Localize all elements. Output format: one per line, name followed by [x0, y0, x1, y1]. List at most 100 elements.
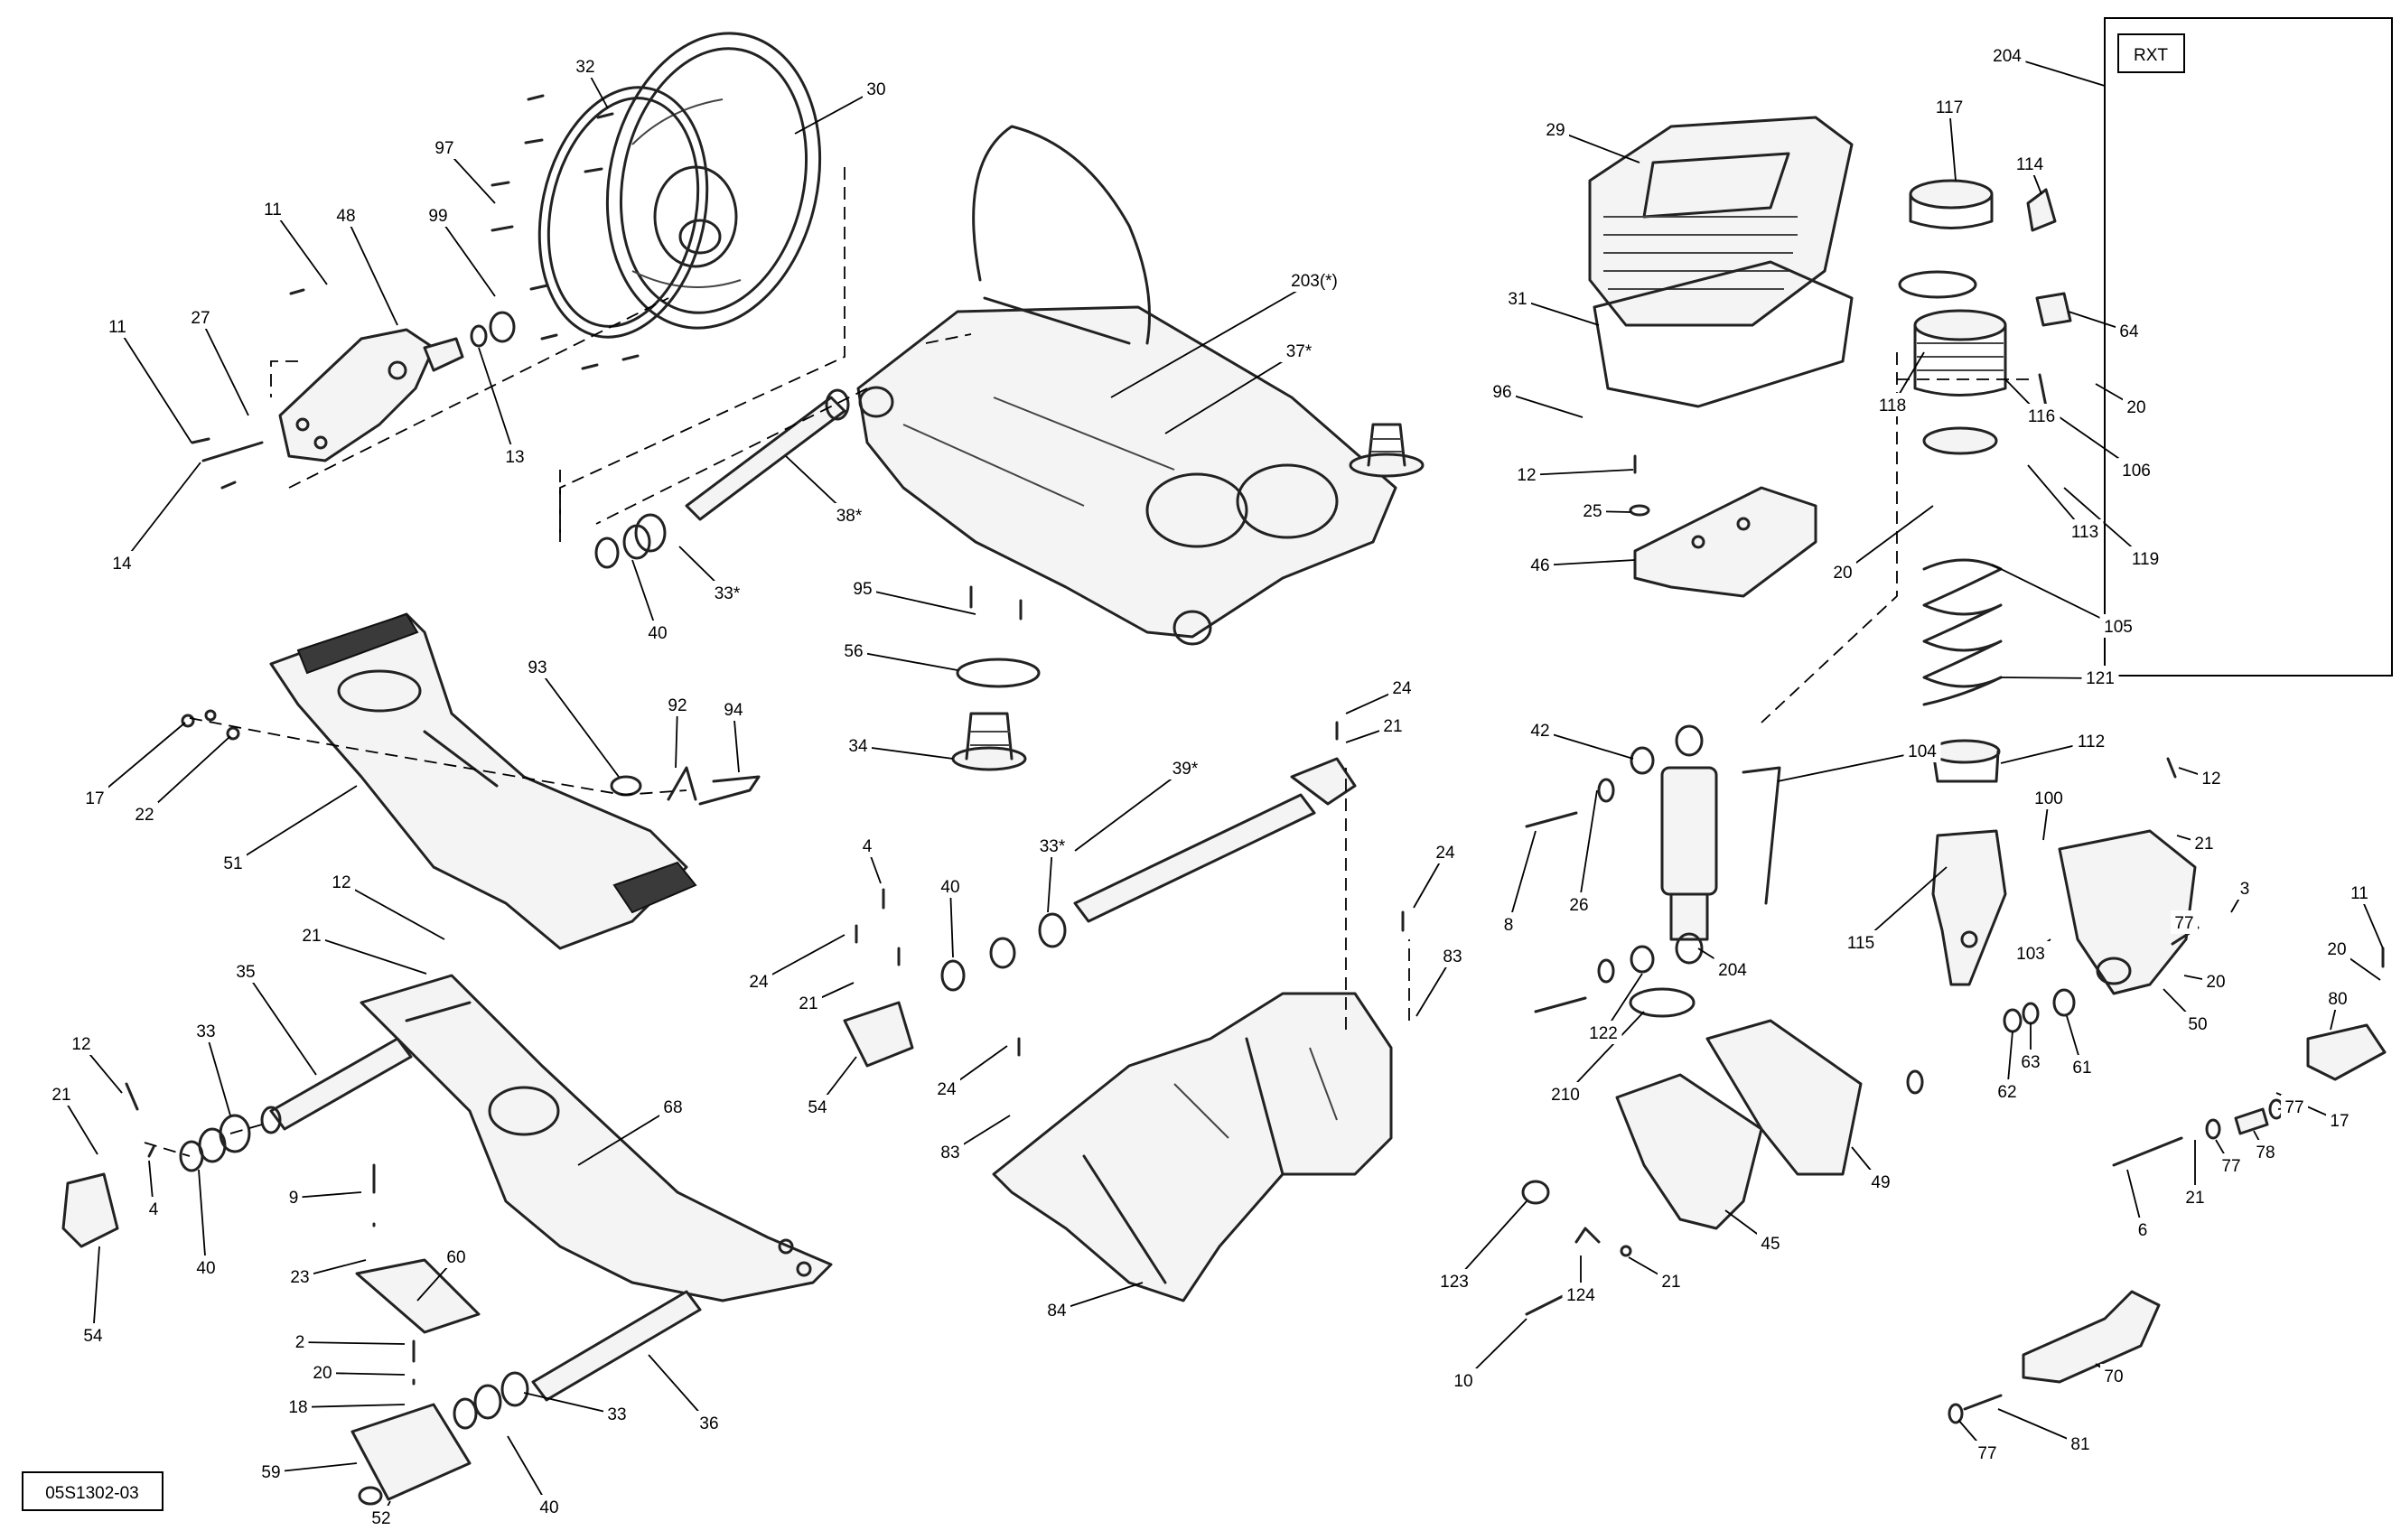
leader-line — [1047, 845, 1053, 913]
callout-bg — [131, 802, 158, 826]
callout-bg — [328, 870, 355, 893]
callout-bg — [2116, 319, 2143, 342]
callout-bg — [1829, 560, 1856, 583]
part-frame-68 — [360, 974, 833, 1302]
part-callout-label: 13 — [505, 448, 524, 467]
callout-bg — [1565, 892, 1593, 916]
inset-label: RXT — [2134, 46, 2168, 65]
callout-bg — [840, 639, 867, 662]
part-callout-label: 33* — [715, 584, 741, 603]
part-bolts-24 — [855, 721, 1405, 1057]
leader-line — [1997, 1408, 2081, 1445]
callout-bg — [863, 77, 890, 100]
callout-bg — [696, 1411, 723, 1434]
part-callout-label: 24 — [1435, 844, 1455, 863]
callout-bg — [2117, 458, 2155, 481]
part-gasket-31 — [1593, 260, 1854, 408]
part-callout-label: 10 — [1453, 1372, 1472, 1391]
part-clamp-39 — [1290, 757, 1357, 806]
part-callout-label: 2 — [295, 1333, 305, 1352]
part-callout-label: 40 — [196, 1259, 215, 1278]
callout-bg — [298, 923, 325, 947]
leader-line — [1565, 1011, 1645, 1096]
callout-bg — [2236, 876, 2254, 900]
callout-bg — [2012, 941, 2050, 965]
callout-bg — [108, 551, 135, 574]
callout-bg — [1579, 499, 1606, 522]
callout-bg — [2134, 1218, 2152, 1241]
callout-bg — [2023, 404, 2060, 427]
part-cover-plate — [605, 32, 822, 330]
part-callout-label: 119 — [2132, 550, 2159, 569]
leader-line — [862, 588, 976, 615]
leader-line — [1555, 129, 1640, 163]
callout-bg — [2181, 1185, 2209, 1209]
callout-bg — [145, 1197, 163, 1220]
part-callout-label: 114 — [2016, 155, 2044, 174]
leader-line — [1453, 1200, 1527, 1283]
callout-bg — [849, 576, 876, 600]
callout-bg — [1450, 1368, 1477, 1392]
part-callout-label: 61 — [2072, 1059, 2091, 1078]
callout-bg — [720, 697, 747, 721]
callout-bg — [572, 54, 599, 78]
part-callout-label: 21 — [1383, 717, 1402, 736]
part-callout-label: 96 — [1492, 383, 1511, 402]
callout-bg — [1584, 1021, 1622, 1044]
leader-line — [311, 935, 427, 975]
callout-bg — [2191, 831, 2218, 854]
leader-line — [322, 1372, 406, 1376]
leader-line — [1508, 830, 1537, 926]
part-callout-label: 4 — [149, 1200, 159, 1219]
callout-bg — [1489, 379, 1516, 403]
callout-bg — [2324, 986, 2351, 1010]
part-shock-absorber — [1660, 724, 1718, 965]
callout-bg — [858, 834, 876, 857]
part-callout-label: 92 — [668, 696, 687, 715]
part-nut-21 — [1620, 1245, 1632, 1257]
part-washer-56 — [956, 658, 1041, 688]
part-washer-62 — [2003, 1008, 2023, 1033]
part-screws — [191, 288, 305, 490]
part-callout-label: 70 — [2104, 1367, 2123, 1386]
callout-bg — [79, 1323, 107, 1347]
callout-bg — [2126, 546, 2164, 570]
callout-bg — [368, 1506, 395, 1529]
part-callout-label: 18 — [288, 1398, 307, 1417]
part-pin-81 — [1963, 1394, 2003, 1411]
part-callout-label: 3 — [2240, 880, 2250, 899]
part-callout-label: 62 — [1997, 1083, 2016, 1102]
part-callout-label: 80 — [2328, 990, 2347, 1009]
callout-bg — [1043, 1298, 1070, 1321]
part-callout-label: 12 — [1517, 466, 1536, 485]
part-callout-label: 78 — [2256, 1143, 2275, 1162]
part-callout-label: 26 — [1569, 896, 1588, 915]
part-bracket-52 — [350, 1403, 472, 1501]
part-callout-label: 48 — [336, 207, 355, 226]
part-bracket-48 — [278, 328, 464, 462]
part-callout-label: 112 — [2078, 733, 2105, 751]
callout-bg — [1658, 1269, 1685, 1293]
part-ring-40h — [940, 959, 966, 992]
part-shaft-38 — [685, 388, 850, 521]
callout-bg — [1527, 718, 1554, 742]
leader-line — [1074, 768, 1186, 852]
leader-line — [437, 215, 496, 297]
part-callout-label: 46 — [1530, 556, 1549, 575]
leader-line — [293, 1191, 362, 1199]
part-washer-77c — [1948, 1403, 1964, 1424]
part-ring-33c — [500, 1371, 529, 1407]
leader-line — [949, 886, 954, 958]
callout-bg — [1439, 944, 1466, 967]
callout-bg — [937, 1140, 964, 1163]
part-callout-label: 50 — [2188, 1015, 2207, 1034]
part-bushing-61 — [2052, 988, 2076, 1017]
part-callout-label: 122 — [1589, 1024, 1618, 1043]
part-callout-label: 21 — [302, 927, 321, 946]
part-washer-63 — [2022, 1002, 2040, 1025]
part-tube-36 — [531, 1290, 702, 1402]
leader-line — [117, 326, 192, 443]
part-bracket-50 — [2058, 829, 2197, 995]
part-callout-label: 22 — [135, 806, 154, 825]
